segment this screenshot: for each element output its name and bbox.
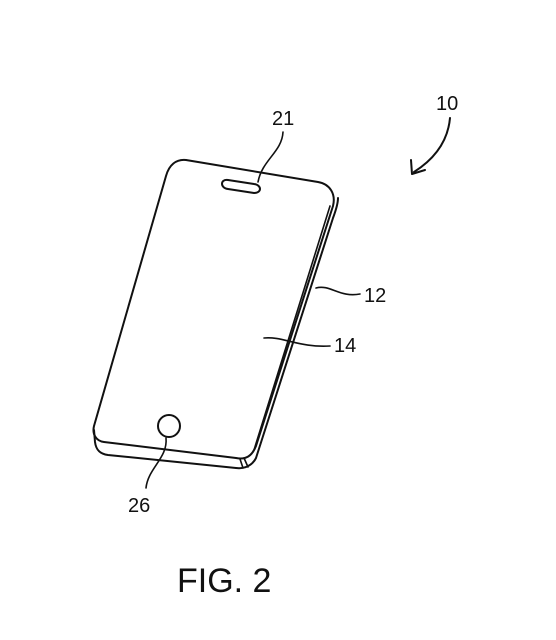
phone-front-face bbox=[92, 158, 335, 460]
label-display: 14 bbox=[334, 335, 356, 357]
leader-home-button bbox=[145, 437, 167, 489]
leader-earpiece bbox=[257, 131, 284, 183]
phone-housing-side bbox=[93, 197, 339, 470]
home-button bbox=[157, 414, 181, 438]
device-arrow-head bbox=[410, 159, 426, 175]
housing-right-seam bbox=[253, 205, 331, 451]
leader-display bbox=[263, 337, 331, 347]
figure-caption: FIG. 2 bbox=[177, 562, 271, 600]
housing-edge-seam-2 bbox=[239, 458, 244, 469]
housing-edge-seam bbox=[243, 457, 249, 468]
label-earpiece: 21 bbox=[272, 108, 294, 130]
label-device: 10 bbox=[436, 93, 458, 115]
leader-housing bbox=[315, 286, 361, 296]
device-arrow bbox=[413, 117, 451, 173]
label-housing: 12 bbox=[364, 285, 386, 307]
label-home-button: 26 bbox=[128, 495, 150, 517]
earpiece-slot bbox=[221, 178, 261, 194]
